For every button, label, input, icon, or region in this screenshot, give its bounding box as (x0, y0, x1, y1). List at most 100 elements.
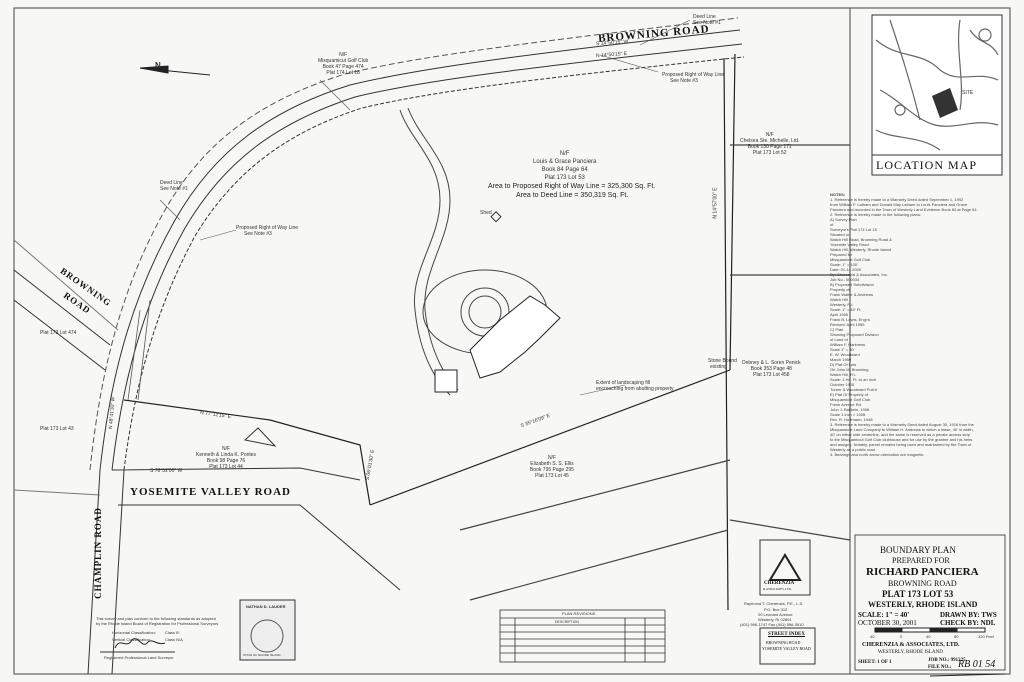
bearing-label: N 14°57'00" E (712, 187, 719, 219)
job-number: JOB NO.: 991225 (928, 658, 966, 663)
file-number: FILE NO.: (928, 665, 952, 670)
revisions-table (499, 609, 666, 663)
yosemite-road-lines (13, 467, 401, 591)
note-line: and assigns. Notably, parcel remains bei… (830, 442, 972, 447)
location-map-title: LOCATION MAP (876, 158, 978, 172)
note-line: Yosemite Valley Road (830, 242, 869, 247)
deed-line-left-note: See Note #1 (160, 186, 188, 192)
note-line: Revised: April 1955 (830, 322, 865, 327)
note-line: Fresh Avenue Rd. (830, 402, 862, 407)
note-line: Scale: 1 Hd. Ft. to an Inch (830, 377, 877, 382)
note-line: April 1955 (830, 312, 849, 317)
proposed-row-top-label: Proposed Right of Way Line (662, 72, 725, 78)
revisions-title: PLAN REVISIONS (562, 611, 596, 616)
location-map-streets (875, 19, 999, 151)
scale-tick: 40 (926, 634, 931, 639)
landscaping-label: Extent of landscaping fill (596, 380, 650, 386)
yosemite-valley-road-label: YOSEMITE VALLEY ROAD (130, 486, 291, 498)
note-line: Panciera and recorded in the Town of Wes… (830, 207, 978, 212)
revisions-description-header: DESCRIPTION (555, 620, 579, 624)
deed-line-left-label: Deed Line (160, 180, 183, 186)
note-line: Watch Hill, Westerly, Rhode Island (830, 247, 892, 252)
check-by-label: CHECK BY: NDL (940, 619, 996, 627)
title-line-5: PLAT 173 LOT 53 (882, 589, 954, 599)
logo-text: CHERENZIA (764, 581, 795, 586)
scale-tick: 40 (870, 634, 875, 639)
note-line: Watch Hill, R.I. (830, 372, 857, 377)
note-line: to the Misquamicut Golf Club clubhouse a… (830, 437, 973, 442)
note-line: Scale 1 inch = 100ft. (830, 412, 867, 417)
note-line: B) Proposed Subdivision (830, 282, 874, 287)
title-block-frame (854, 534, 1006, 671)
note-line: Date: 01-14-2000 (830, 267, 862, 272)
scale-bar (874, 627, 986, 633)
note-line: Showing Proposed Division (830, 332, 879, 337)
street-index-title: STREET INDEX (768, 632, 806, 637)
proposed-row-left-note: See Note #3 (244, 231, 272, 237)
note-line: Job No.: 000034 (830, 277, 860, 282)
notes-header: NOTES: (830, 192, 846, 197)
browning-road-left-lines (13, 239, 119, 371)
proposed-row-left-label: Proposed Right of Way Line (236, 225, 299, 231)
date-label: OCTOBER 30, 2001 (858, 619, 917, 627)
drawn-by-label: DRAWN BY: TWS (940, 611, 997, 619)
pontes-structure (243, 427, 277, 447)
note-line: Scale: 1" = 100' (830, 262, 858, 267)
north-arrow (139, 65, 211, 76)
street-index-item: YOSEMITE VALLEY ROAD (762, 646, 811, 651)
firm-name: CHERENZIA & ASSOCIATES, LTD. (862, 642, 960, 648)
certification-text: This survey and plan conform to the foll… (96, 616, 216, 621)
north-arrow-label: N (155, 61, 161, 70)
location-map-site (932, 88, 958, 118)
note-line: John J. Baldwin, 1906 (830, 407, 870, 412)
note-line: 2. Reference is hereby made to the follo… (830, 212, 921, 217)
stone-bound-note: existing (710, 364, 727, 370)
scale-label: SCALE: 1" = 40' (858, 611, 910, 619)
note-line: 1. Reference is hereby made to a Warrant… (830, 197, 964, 202)
surveyor-phone: (401) 596-1747 Fax (401) 596-3910 (740, 622, 804, 627)
logo-mark (768, 553, 802, 581)
proposed-row-top-note: See Note #3 (670, 78, 698, 84)
certification-text: by the Rhode Island Board of Registratio… (96, 621, 219, 626)
street-index-item: BROWNING ROAD (766, 640, 801, 645)
signature (114, 638, 166, 649)
surveyor-seal-mark (250, 619, 284, 653)
note-line: 3. Reference is hereby made to a Warrant… (830, 422, 974, 427)
location-map-site-label: SITE (962, 90, 974, 96)
title-line-2: PREPARED FOR (892, 556, 950, 565)
note-line: 4. Bearings and north arrow orientation … (830, 452, 925, 457)
note-line: C) Plan (830, 327, 844, 332)
shed-label: Shed (480, 210, 492, 216)
note-line: March 1950 (830, 357, 852, 362)
note-line: Frank Walter & Andrews (830, 292, 873, 297)
note-line: Prepared for (830, 252, 853, 257)
parcel-lot-43: Plat 173 Lot 43 (40, 426, 74, 432)
scale-tick: 80 (954, 634, 959, 639)
area-proposed: Area to Proposed Right of Way Line = 325… (488, 183, 656, 190)
note-line: Surveyor's Plat 174 Lot 18 (830, 227, 877, 232)
surveyor-seal-frame (239, 599, 296, 661)
area-deed: Area to Deed Line = 350,319 Sq. Ft. (516, 192, 629, 199)
note-line: Rev. R. Hoffmann, 1948 (830, 417, 873, 422)
house (434, 295, 561, 393)
note-line: Situated on (830, 232, 851, 237)
note-line: Frank B. Lewis, Eng'rs (830, 317, 870, 322)
seal-state: STATE OF RHODE ISLAND (243, 653, 281, 657)
surveyor-name: Raymond T. Cherenzia, P.E., L.S. (744, 601, 804, 606)
note-line: On John M. Browning (830, 367, 869, 372)
note-line: Misquamicut Golf Club (830, 257, 871, 262)
street-index-box (759, 627, 816, 665)
general-notes: NOTES: 1. Reference is hereby made to a … (830, 192, 1010, 457)
shed-square (490, 211, 502, 223)
handwritten-underline (929, 673, 1006, 677)
scale-tick: 120 Feet (978, 634, 994, 639)
note-line: By: Cherenzia & Associates, Inc. (830, 272, 888, 277)
browning-road-lines (89, 17, 745, 471)
curb-lines (127, 299, 151, 401)
surveyor-address: 20 Leonard Avenue (758, 612, 793, 617)
